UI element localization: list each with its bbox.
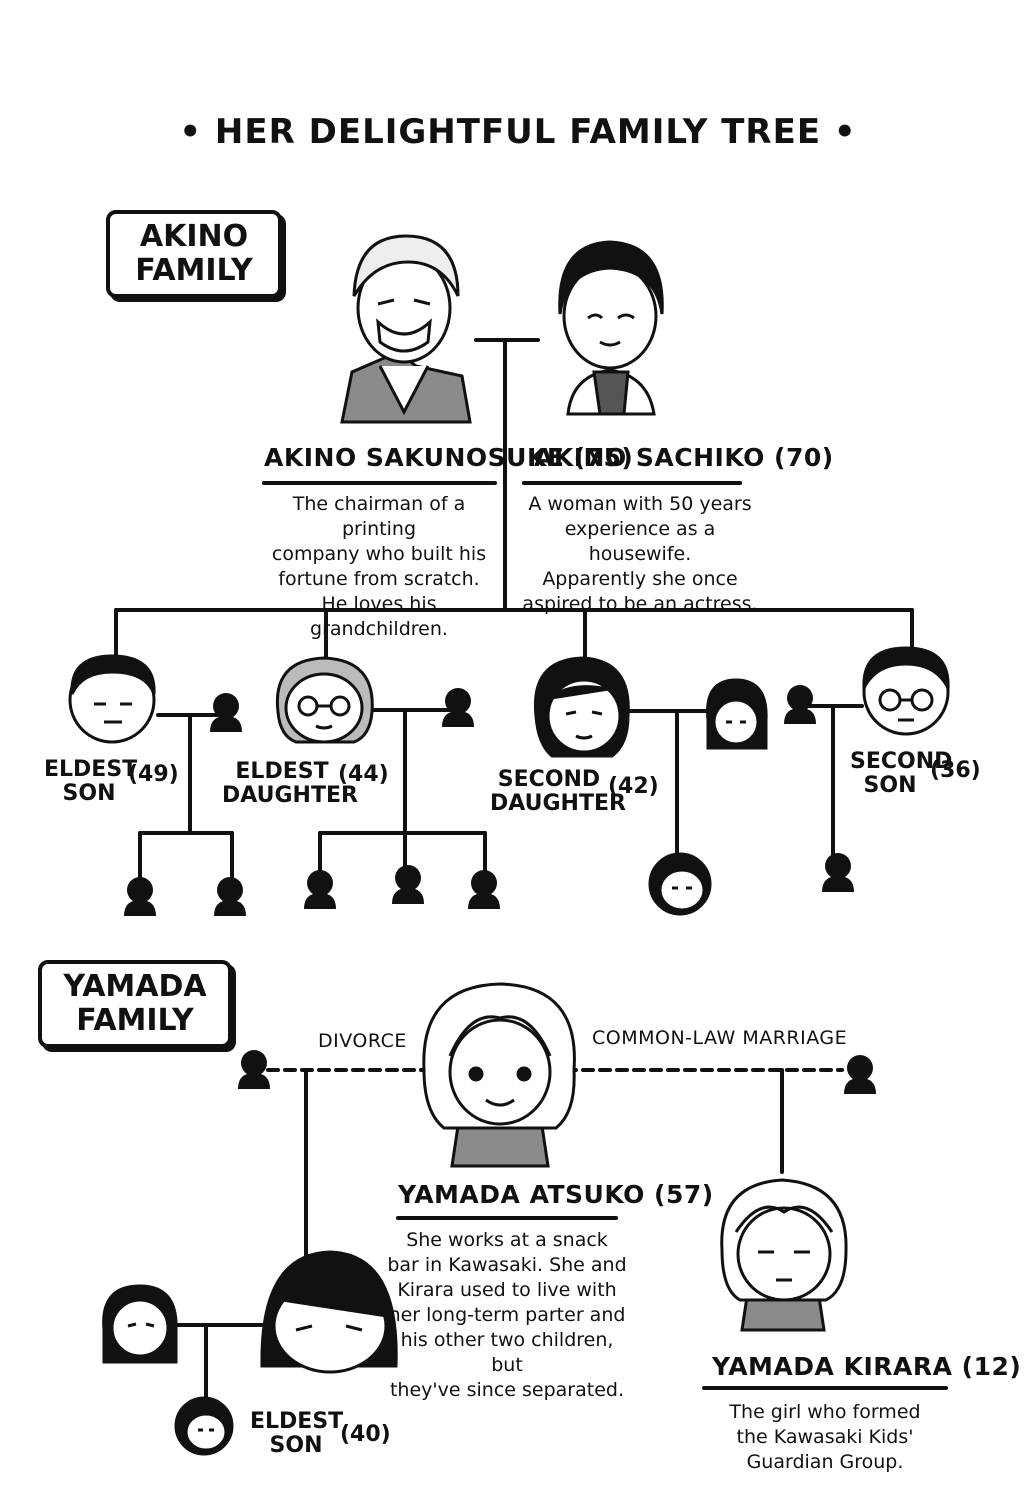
- atsuko-description-line: his other two children, but: [400, 1329, 614, 1376]
- second-son-role: SECOND SON: [850, 749, 953, 798]
- role-line: ELDEST: [235, 759, 329, 784]
- grandmother-portrait-icon: [558, 240, 664, 416]
- kirara-name: YAMADA KIRARA (12): [712, 1352, 1022, 1381]
- atsuko-description-line: Kirara used to live with: [397, 1279, 617, 1301]
- eldest-son-age: (49): [128, 762, 179, 787]
- kirara-description: The girl who formed the Kawasaki Kids' G…: [700, 1400, 950, 1475]
- second-daughter-role: SECOND DAUGHTER: [490, 767, 626, 816]
- grandmother-name: AKINO SACHIKO (70): [534, 443, 834, 472]
- yamada-label-line2: FAMILY: [76, 1003, 194, 1038]
- second-son-age: (36): [930, 758, 981, 783]
- role-line: DAUGHTER: [490, 791, 626, 816]
- role-line: DAUGHTER: [222, 783, 358, 808]
- second-daughter-partner-portrait-icon: [706, 678, 768, 750]
- divorce-label: DIVORCE: [318, 1030, 407, 1052]
- atsuko-description-line: they've since separated.: [389, 1379, 624, 1401]
- atsuko-description-line: her long-term parter and: [388, 1304, 626, 1326]
- grandmother-description: A woman with 50 years experience as a ho…: [520, 492, 760, 617]
- grandfather-description-line: fortune from scratch.: [278, 568, 480, 590]
- atsuko-description-line: She works at a snack: [406, 1229, 608, 1251]
- kirara-description-line: The girl who formed: [729, 1401, 921, 1423]
- atsuko-description: She works at a snack bar in Kawasaki. Sh…: [382, 1228, 632, 1403]
- yamada-eldest-son-role: ELDEST SON: [250, 1409, 344, 1458]
- grandfather-description-line: The chairman of a printing: [292, 493, 466, 540]
- second-daughter-age: (42): [608, 774, 659, 799]
- role-line: ELDEST: [44, 757, 138, 782]
- second-son-portrait-icon: [862, 646, 950, 736]
- kirara-portrait-icon: [720, 1178, 848, 1332]
- yamada-eldest-son-portrait-icon: [260, 1250, 398, 1374]
- role-line: SON: [269, 1433, 323, 1458]
- role-line: ELDEST: [250, 1409, 344, 1434]
- role-line: SON: [863, 773, 917, 798]
- atsuko-name: YAMADA ATSUKO (57): [398, 1180, 714, 1209]
- yamada-son-child-portrait-icon: [174, 1396, 234, 1456]
- grandfather-name: AKINO SAKUNOSUKE (75): [264, 443, 634, 472]
- yamada-son-partner-portrait-icon: [102, 1284, 178, 1364]
- yamada-eldest-son-age: (40): [340, 1422, 391, 1447]
- eldest-daughter-portrait-icon: [275, 656, 374, 744]
- akino-label-line1: AKINO: [139, 219, 249, 254]
- grandfather-description-line: He loves his grandchildren.: [310, 593, 448, 640]
- grandmother-description-line: A woman with 50 years: [528, 493, 752, 515]
- page-title: • HER DELIGHTFUL FAMILY TREE •: [179, 112, 857, 152]
- akino-family-label: AKINO FAMILY: [106, 210, 282, 298]
- eldest-daughter-age: (44): [338, 762, 389, 787]
- atsuko-portrait-icon: [422, 982, 576, 1168]
- role-line: SON: [62, 781, 116, 806]
- kirara-description-line: Guardian Group.: [746, 1451, 904, 1473]
- eldest-daughter-role: ELDEST DAUGHTER: [222, 759, 358, 808]
- grandmother-description-line: experience as a housewife.: [564, 518, 716, 565]
- common-law-marriage-label: COMMON-LAW MARRIAGE: [592, 1027, 848, 1049]
- role-line: SECOND: [850, 749, 953, 774]
- kirara-description-line: the Kawasaki Kids': [736, 1426, 914, 1448]
- grandfather-portrait-icon: [340, 234, 472, 424]
- yamada-family-label: YAMADA FAMILY: [38, 960, 232, 1048]
- atsuko-description-line: bar in Kawasaki. She and: [387, 1254, 627, 1276]
- grandfather-description-line: company who built his: [271, 543, 487, 565]
- second-daughter-child-portrait-icon: [648, 852, 712, 916]
- yamada-label-line1: YAMADA: [63, 969, 207, 1004]
- role-line: SECOND: [497, 767, 601, 792]
- eldest-son-portrait-icon: [68, 654, 156, 744]
- akino-label-line2: FAMILY: [135, 253, 253, 288]
- grandmother-description-line: aspired to be an actress.: [522, 593, 758, 615]
- second-daughter-portrait-icon: [533, 656, 630, 758]
- eldest-son-role: ELDEST SON: [44, 757, 138, 806]
- grandfather-description: The chairman of a printing company who b…: [254, 492, 504, 642]
- grandmother-description-line: Apparently she once: [542, 568, 738, 590]
